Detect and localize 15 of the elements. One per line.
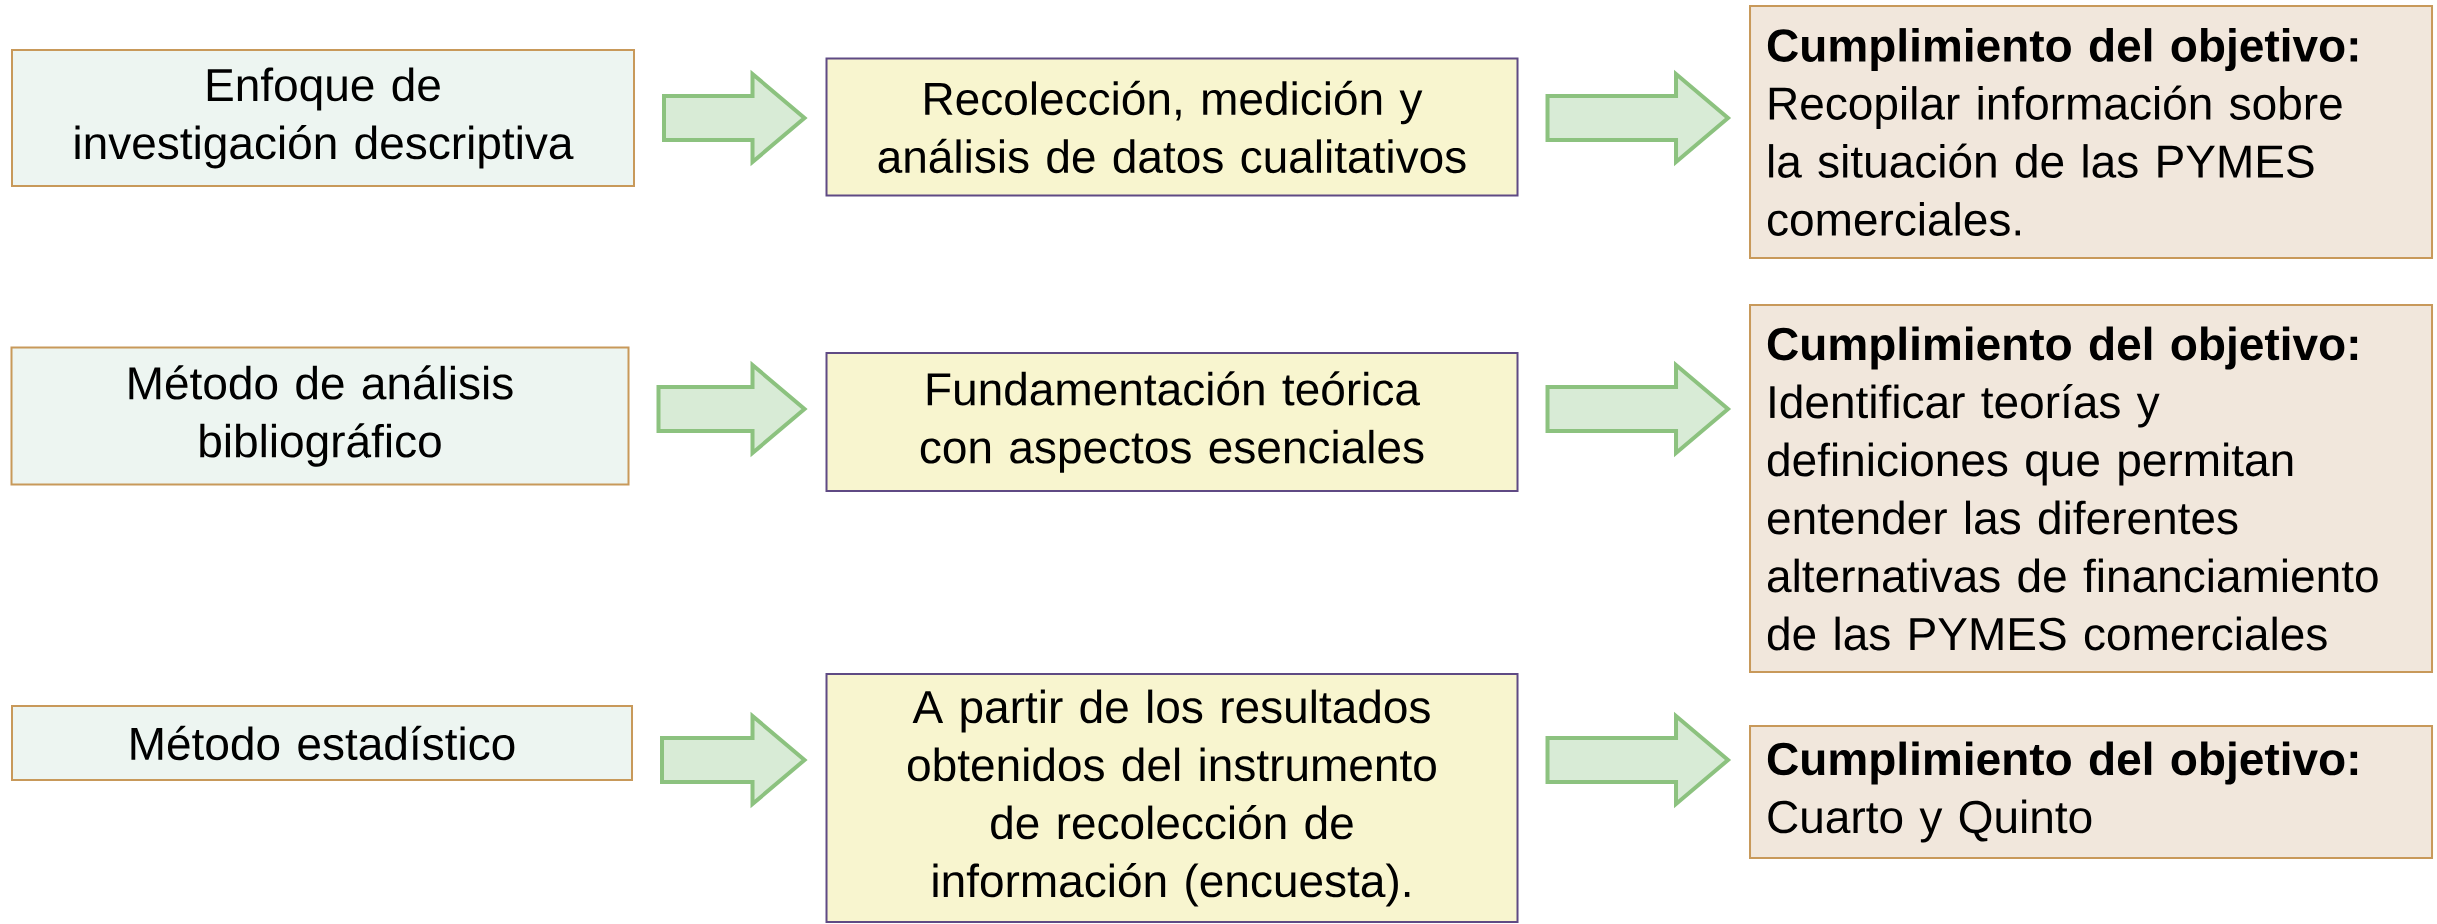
block-arrow: [1545, 69, 1732, 167]
result-box: Recolección, medición y análisis de datos cualitativos: [825, 57, 1519, 197]
block-arrow: [660, 711, 808, 809]
block-arrow: [662, 69, 808, 167]
objective-box: Cumplimiento del objetivo: Recopilar información sobre la situación de las PYMES comerciales.: [1749, 5, 2434, 259]
objective-box: Cumplimiento del objetivo: Cuarto y Quinto: [1749, 725, 2434, 859]
block-arrow: [1545, 711, 1732, 809]
method-box: Método estadístico: [11, 705, 633, 781]
block-arrow: [656, 360, 808, 458]
method-box: Enfoque de investigación descriptiva: [11, 49, 635, 187]
result-box: A partir de los resultados obtenidos del instrumento de recolección de información (encuesta).: [825, 673, 1519, 923]
block-arrow: [1545, 360, 1732, 458]
objective-box: Cumplimiento del objetivo: Identificar teorías y definiciones que permitan entender las diferentes alternativas de financiamiento de las PYMES comerciales: [1749, 304, 2434, 673]
result-box: Fundamentación teórica con aspectos esenciales: [825, 352, 1519, 492]
method-box: Método de análisis bibliográfico: [10, 346, 630, 486]
